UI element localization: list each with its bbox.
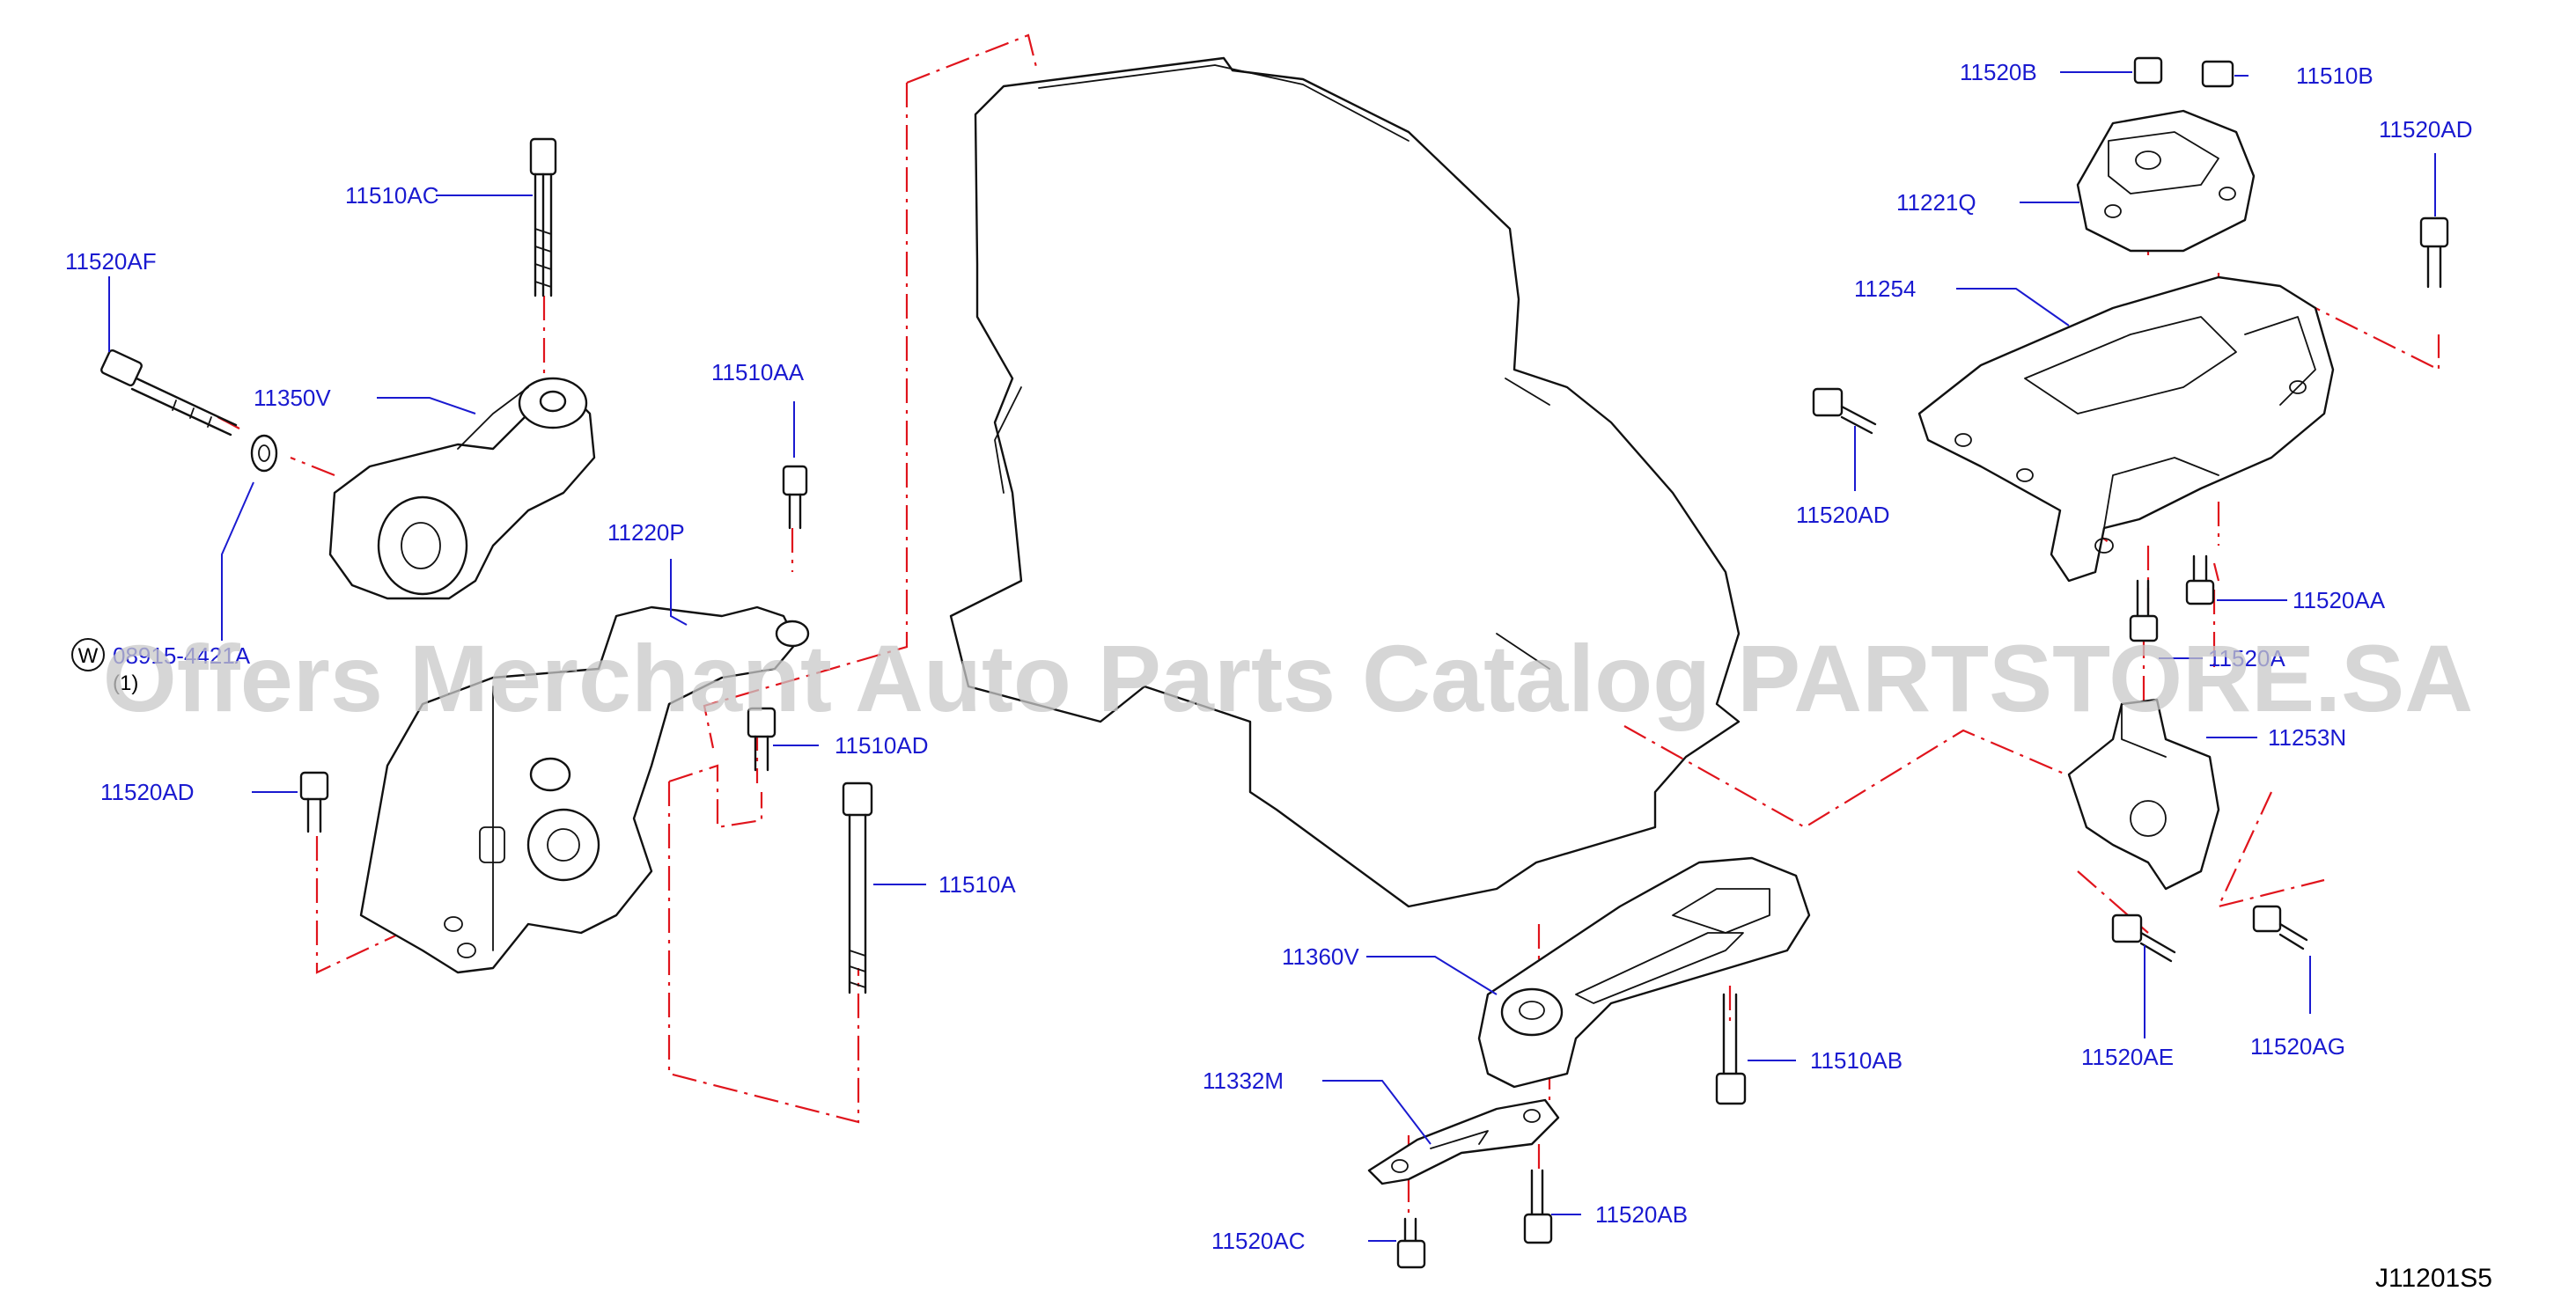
callout-11253N: 11253N: [2268, 724, 2346, 751]
callout-labels: 11510AC 11520AF 11350V 11510AA 11220P 11…: [65, 59, 2473, 1254]
washer-symbol-circle: [71, 638, 105, 671]
bracket-11332M: [1367, 1098, 1560, 1185]
callout-11510AA: 11510AA: [711, 359, 805, 385]
bolt-11510AA: [782, 465, 808, 530]
washer-08915-4421A: [250, 434, 278, 473]
callout-11520AD-top-right: 11520AD: [2379, 116, 2473, 143]
callout-11520AB: 11520AB: [1595, 1201, 1688, 1228]
callout-11520AD-left: 11520AD: [100, 779, 195, 805]
bolt-11520AB: [1523, 1169, 1553, 1244]
callout-11520AG: 11520AG: [2250, 1033, 2345, 1060]
engine-mount-bracket-11254: [1917, 275, 2335, 583]
callout-11520AE: 11520AE: [2081, 1044, 2174, 1070]
callout-11510AD: 11510AD: [835, 732, 929, 759]
bolt-11520AF: [100, 349, 238, 437]
callout-11360V: 11360V: [1282, 943, 1359, 970]
bracket-lower-11253N: [2067, 698, 2220, 891]
drawing-code: J11201S5: [2375, 1264, 2492, 1293]
washer-quantity: (1): [113, 671, 138, 695]
bolt-11520AG: [2252, 905, 2308, 950]
callout-11520AD-mid-right: 11520AD: [1796, 502, 1890, 528]
torque-rod-11360V: [1477, 856, 1811, 1089]
bolt-11520AE: [2111, 913, 2176, 963]
callout-11510AB: 11510AB: [1810, 1047, 1903, 1074]
washer-symbol: W: [78, 644, 99, 668]
callout-11520B: 11520B: [1960, 59, 2037, 85]
watermark-text: Offers Merchant Auto Parts Catalog PARTS…: [103, 625, 2473, 731]
bolt-11520A: [2129, 579, 2159, 642]
callout-11510AC: 11510AC: [345, 182, 439, 209]
bolt-11520AD-left: [299, 771, 329, 833]
callout-11520AA: 11520AA: [2293, 587, 2386, 613]
engine-mount-rear-11350V: [328, 377, 596, 600]
bolt-11510AC: [529, 137, 557, 297]
callout-11510B: 11510B: [2296, 62, 2374, 89]
nut-11520B: [2133, 56, 2163, 84]
engine-block: [949, 56, 1741, 908]
bolt-11510AD: [747, 707, 776, 772]
washer-note: W 08915-4421A (1): [71, 638, 251, 695]
callout-11254: 11254: [1854, 275, 1916, 302]
callout-11510A: 11510A: [938, 871, 1016, 898]
callout-11520AF: 11520AF: [65, 248, 157, 275]
bolt-11510AB: [1715, 993, 1747, 1105]
callout-11220P: 11220P: [607, 519, 685, 546]
engine-mount-insulator-front-11220P: [359, 605, 810, 974]
insulator-upper-11221Q: [2076, 109, 2256, 253]
callout-11332M: 11332M: [1203, 1068, 1284, 1094]
callout-11221Q: 11221Q: [1896, 189, 1976, 216]
callout-11520AC: 11520AC: [1211, 1228, 1306, 1254]
bolt-11520AD-top-right: [2419, 216, 2449, 289]
callout-11350V: 11350V: [254, 385, 331, 411]
bolt-11510A: [842, 781, 873, 994]
washer-part-number: 08915-4421A: [113, 642, 251, 669]
bolt-11520AD-mid-right: [1812, 387, 1877, 435]
callout-leaders: [108, 71, 2436, 1242]
nut-11510B: [2201, 60, 2234, 88]
bolt-11520AA: [2185, 554, 2215, 605]
bolt-11520AC: [1396, 1217, 1426, 1269]
callout-11520A: 11520A: [2208, 645, 2285, 671]
